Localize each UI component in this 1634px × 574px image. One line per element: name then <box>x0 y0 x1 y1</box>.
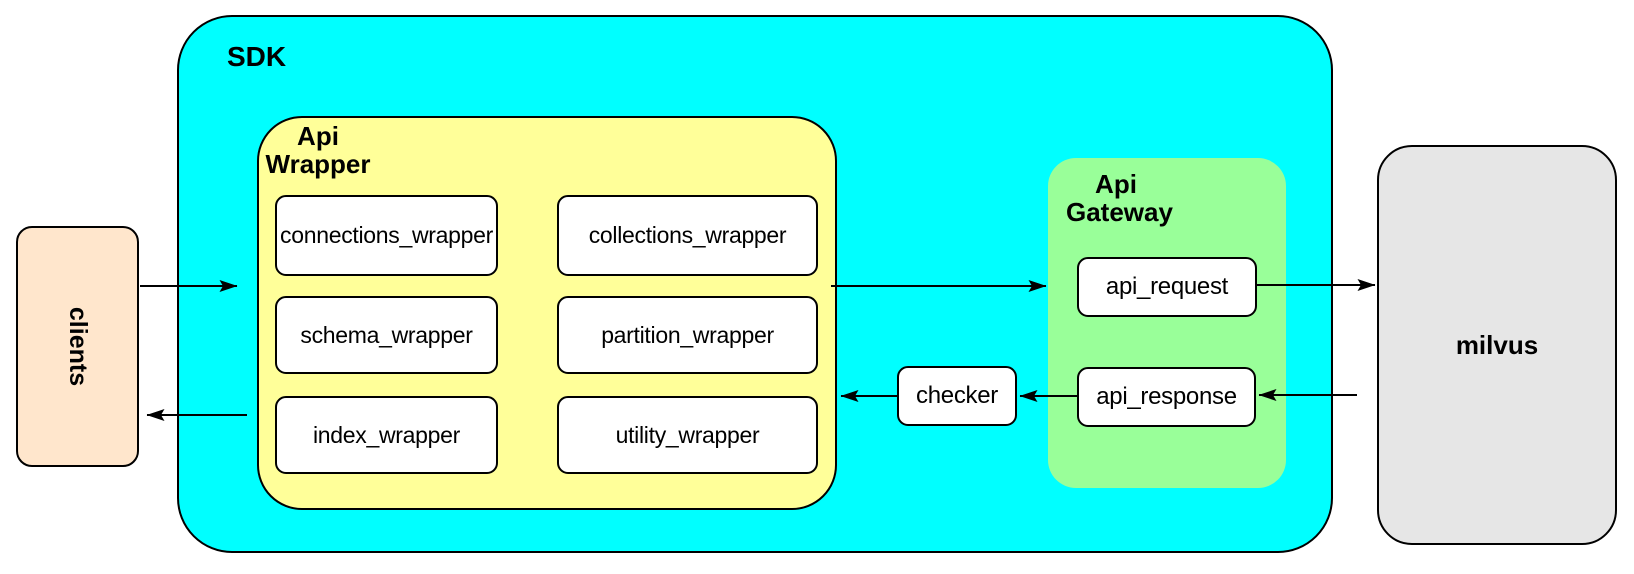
api-gateway-title-line1: Api <box>1095 169 1137 199</box>
api-gateway-title-line2: Gateway <box>1066 197 1173 227</box>
api-wrapper-title-line1: Api <box>297 121 339 151</box>
wrapper-box-index: index_wrapper <box>275 396 498 474</box>
api-wrapper-title: Api Wrapper <box>265 122 371 178</box>
sdk-title: SDK <box>227 41 287 72</box>
wrapper-box-collections: collections_wrapper <box>557 195 818 276</box>
api-response-box: api_response <box>1077 367 1256 427</box>
wrapper-box-connections: connections_wrapper <box>275 195 498 276</box>
checker-box: checker <box>897 366 1017 426</box>
api-gateway-title: Api Gateway <box>1066 169 1173 227</box>
api-request-box: api_request <box>1077 257 1257 317</box>
wrapper-box-partition: partition_wrapper <box>557 296 818 374</box>
wrapper-box-utility: utility_wrapper <box>557 396 818 474</box>
clients-node: clients <box>16 226 139 467</box>
milvus-node: milvus <box>1377 145 1617 545</box>
clients-label: clients <box>63 306 92 387</box>
wrapper-box-schema: schema_wrapper <box>275 296 498 374</box>
api-wrapper-title-line2: Wrapper <box>265 149 371 179</box>
api-gateway-container: Api Gateway <box>1048 158 1286 488</box>
